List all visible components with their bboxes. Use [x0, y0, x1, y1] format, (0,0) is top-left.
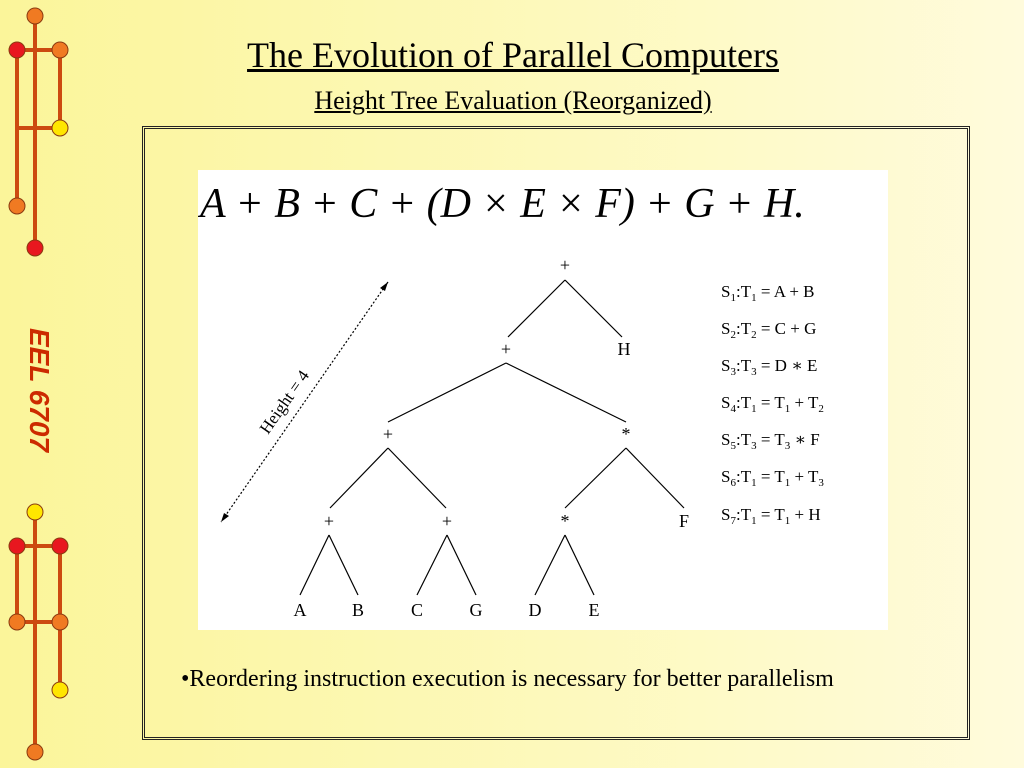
node-dot [51, 41, 69, 59]
tree-diagram: A + B + C + (D × E × F) + G + H. Height … [198, 181, 824, 620]
tree-node-l1-add: + [501, 339, 511, 359]
step-1: S1:T1 = A + B [721, 282, 815, 304]
bullet-point: •Reordering instruction execution is nec… [181, 666, 834, 692]
tree-leaf-b: B [352, 600, 364, 620]
node-dot [51, 613, 69, 631]
node-dot [8, 537, 26, 555]
tree-node-l2-add: + [383, 424, 393, 444]
step-5: S5:T3 = T3 ∗ F [721, 430, 820, 452]
tree-node-h: H [618, 339, 631, 359]
tree-node-l2-mul: * [622, 424, 631, 444]
expression-text: A + B + C + (D × E × F) + G + H. [198, 181, 805, 227]
height-tree-figure: A + B + C + (D × E × F) + G + H. Height … [198, 170, 888, 630]
step-list: S1:T1 = A + B S2:T2 = C + G S3:T3 = D ∗ … [721, 282, 824, 527]
slide-subtitle: Height Tree Evaluation (Reorganized) [314, 86, 712, 115]
node-dot [26, 503, 44, 521]
left-decoration [8, 7, 69, 761]
tree-node-l3-add-cg: + [442, 511, 452, 531]
content-frame [142, 126, 970, 740]
tree-node-l3-add-ab: + [324, 511, 334, 531]
tree-leaf-d: D [529, 600, 542, 620]
tree-leaf-e: E [589, 600, 600, 620]
node-dot [51, 537, 69, 555]
step-2: S2:T2 = C + G [721, 319, 816, 341]
height-arrow [220, 281, 389, 523]
node-dot [26, 7, 44, 25]
tree-node-l3-mul: * [561, 511, 570, 531]
tree-node-f: F [679, 511, 689, 531]
tree-leaf-c: C [411, 600, 423, 620]
step-4: S4:T1 = T1 + T2 [721, 393, 824, 415]
course-label: EEL 6707 [14, 310, 64, 470]
node-dot [8, 613, 26, 631]
node-dot [8, 197, 26, 215]
node-dot [51, 119, 69, 137]
tree-leaf-a: A [294, 600, 307, 620]
step-6: S6:T1 = T1 + T3 [721, 467, 824, 489]
tree-edges [299, 279, 685, 596]
node-dot [8, 41, 26, 59]
tree-leaf-g: G [470, 600, 483, 620]
course-label-text: EEL 6707 [24, 327, 55, 453]
node-dot [26, 239, 44, 257]
tree-node-root: + [560, 255, 570, 275]
node-dot [51, 681, 69, 699]
slide-title: The Evolution of Parallel Computers [247, 35, 779, 75]
step-7: S7:T1 = T1 + H [721, 505, 821, 527]
step-3: S3:T3 = D ∗ E [721, 356, 817, 378]
node-dot [26, 743, 44, 761]
